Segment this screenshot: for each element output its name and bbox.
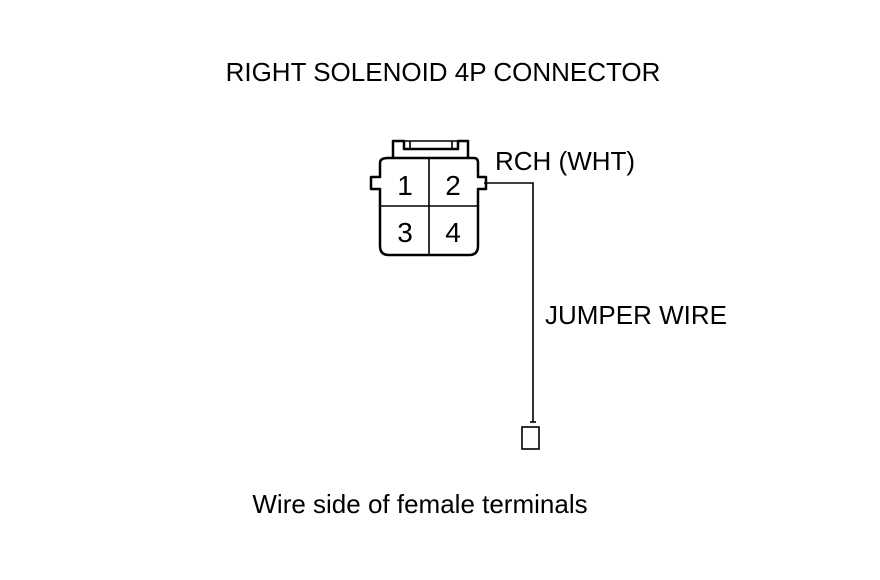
connector-latch-inner (404, 140, 458, 149)
connector-4p: 1 2 3 4 (369, 139, 488, 257)
pin-4-label: 4 (445, 217, 461, 248)
jumper-terminal-icon (521, 426, 540, 450)
pin-2-label: 2 (445, 170, 461, 201)
jumper-wire (484, 182, 540, 450)
connector-latch (391, 139, 470, 158)
diagram-caption: Wire side of female terminals (252, 489, 587, 519)
pin-3-label: 3 (397, 217, 413, 248)
jumper-wire-label: JUMPER WIRE (545, 300, 727, 330)
connector-housing (369, 156, 488, 257)
wire-color-label: RCH (WHT) (495, 146, 635, 176)
pin-1-label: 1 (397, 170, 413, 201)
jumper-wire-line (484, 182, 534, 422)
diagram-title: RIGHT SOLENOID 4P CONNECTOR (226, 57, 661, 87)
